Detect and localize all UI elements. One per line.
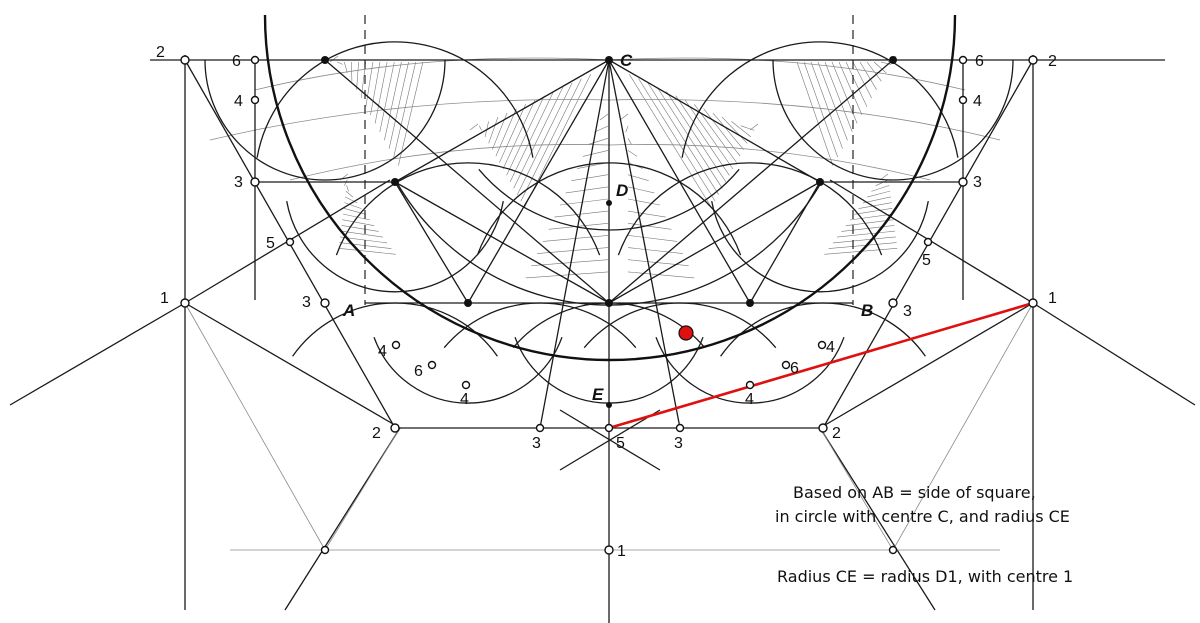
note-line-1: Based on AB = side of square, — [793, 483, 1036, 502]
label-A: A — [342, 301, 355, 320]
label-D: D — [616, 181, 628, 200]
note-line-2: in circle with centre C, and radius CE — [775, 507, 1070, 526]
label-6-right: 6 — [975, 53, 984, 70]
radius-line-red — [608, 301, 1034, 430]
label-1-right: 1 — [1048, 290, 1057, 307]
label-4-bottom-left: 4 — [460, 391, 469, 408]
hatched-shading — [329, 55, 898, 279]
construction-notes: Based on AB = side of square, in circle … — [775, 483, 1073, 586]
note-line-3: Radius CE = radius D1, with centre 1 — [777, 567, 1073, 586]
label-4-right: 4 — [973, 93, 982, 110]
label-4-B: 4 — [826, 339, 835, 356]
label-1-left: 1 — [160, 290, 169, 307]
label-6-left: 6 — [232, 53, 241, 70]
label-3-A: 3 — [302, 294, 311, 311]
label-2-top-right: 2 — [1048, 53, 1057, 70]
label-3-left: 3 — [234, 174, 243, 191]
label-C: C — [620, 51, 633, 70]
point-labels: C D A B E 2 6 4 3 5 1 3 4 6 4 2 3 5 3 1 … — [156, 44, 1057, 560]
label-6-A: 6 — [414, 363, 423, 380]
label-1-bottom: 1 — [617, 543, 626, 560]
label-2-bottom-right: 2 — [832, 425, 841, 442]
label-5-right: 5 — [922, 252, 931, 269]
label-E: E — [592, 385, 604, 404]
label-5-bottom: 5 — [616, 435, 625, 452]
label-4-bottom-right: 4 — [745, 391, 754, 408]
key-points — [321, 56, 897, 408]
label-3-bottom-left: 3 — [532, 435, 541, 452]
label-4-A: 4 — [378, 343, 387, 360]
label-2-top-left: 2 — [156, 44, 165, 61]
label-5-left: 5 — [266, 235, 275, 252]
label-3-right: 3 — [973, 174, 982, 191]
label-B: B — [861, 301, 873, 320]
open-points — [180, 55, 1038, 555]
thin-construction-arcs — [209, 57, 1001, 181]
main-semicircle — [263, 14, 957, 362]
label-3-bottom-right: 3 — [674, 435, 683, 452]
label-3-B: 3 — [903, 303, 912, 320]
label-6-B: 6 — [790, 360, 799, 377]
red-marker-point — [678, 325, 694, 341]
label-4-left: 4 — [234, 93, 243, 110]
label-2-bottom-left: 2 — [372, 425, 381, 442]
